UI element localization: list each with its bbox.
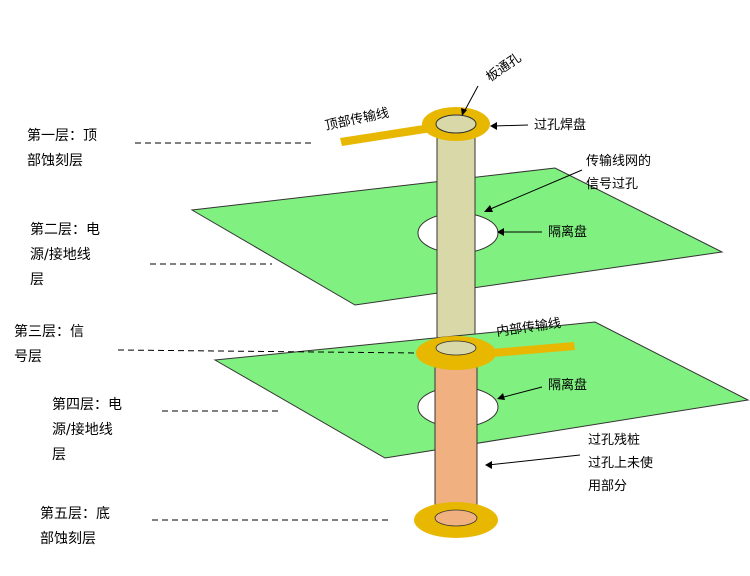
layer1-label-line1: 第一层：顶 xyxy=(27,127,97,144)
layer2-label-line3: 层 xyxy=(30,272,44,288)
layer4-label-line2: 源/接地线 xyxy=(52,421,113,438)
via-pad-label: 过孔焊盘 xyxy=(534,117,586,133)
arrowhead-antipad-1 xyxy=(497,228,504,236)
arrowhead-stub xyxy=(485,461,492,469)
antipad-label-2: 隔离盘 xyxy=(548,377,587,393)
layer2-label-line2: 源/接地线 xyxy=(30,246,91,263)
via-stub-barrel xyxy=(434,353,478,523)
stub-label-line1: 过孔残桩 xyxy=(588,433,640,448)
arrow-antipad-2 xyxy=(499,386,543,399)
layer4-plane xyxy=(213,321,750,459)
layer2-label-line1: 第二层：电 xyxy=(30,221,100,238)
stub-label-line3: 用部分 xyxy=(588,479,627,494)
layer1-label-line2: 部蚀刻层 xyxy=(27,153,83,169)
layer5-label-line2: 部蚀刻层 xyxy=(40,531,96,547)
layer4-label-line3: 层 xyxy=(52,447,66,463)
bottom-pad-hole xyxy=(434,509,478,527)
layer4-label-line1: 第四层：电 xyxy=(52,396,122,413)
arrow-stub xyxy=(487,454,581,466)
arrow-through-hole xyxy=(463,85,479,113)
through-hole-opening xyxy=(435,114,477,134)
top-trace-label: 顶部传输线 xyxy=(324,105,391,134)
arrow-via-pad xyxy=(492,124,529,127)
signal-via-label-line1: 传输线网的 xyxy=(586,153,651,169)
through-hole-label: 板通孔 xyxy=(484,51,525,86)
arrowhead-via-pad xyxy=(490,122,497,130)
via-barrel-upper xyxy=(436,123,476,353)
layer5-label-line1: 第五层：底 xyxy=(40,505,110,522)
layer3-label-line2: 号层 xyxy=(14,349,42,365)
signal-via-label-line2: 信号过孔 xyxy=(586,177,638,192)
stub-label-line2: 过孔上未使 xyxy=(588,455,653,471)
arrowhead-through-hole xyxy=(461,108,467,116)
top-trace xyxy=(340,124,432,146)
arrowhead-antipad-2 xyxy=(497,393,505,400)
leader-layer3 xyxy=(117,349,419,354)
arrowhead-signal-via xyxy=(484,205,493,212)
antipad-label-1: 隔离盘 xyxy=(548,224,587,240)
layer3-label-line1: 第三层：信 xyxy=(14,323,84,340)
arrow-signal-via xyxy=(487,169,583,211)
inner-trace xyxy=(480,342,575,358)
inner-pad-hole xyxy=(435,340,477,356)
